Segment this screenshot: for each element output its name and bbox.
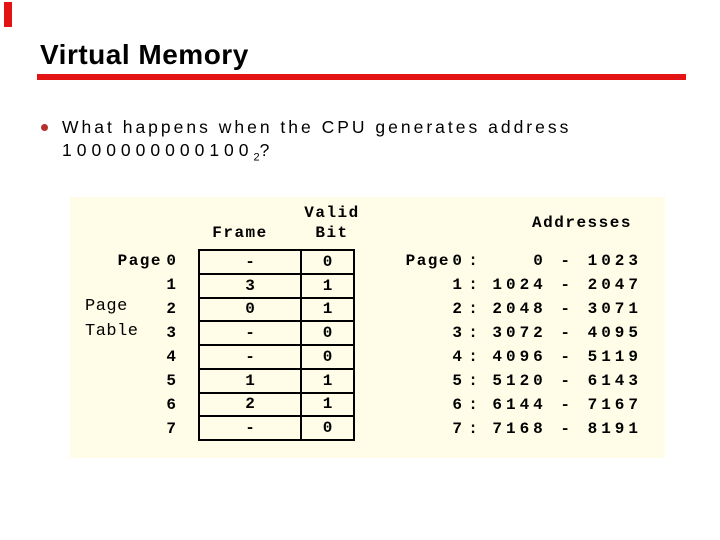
bullet-text: What happens when the CPU generates addr…	[62, 116, 582, 170]
address-page-word	[390, 273, 450, 297]
address-row: 3:3072 - 4095	[390, 321, 642, 345]
address-row: 2:2048 - 3071	[390, 297, 642, 321]
valid-bit-cell: 0	[302, 322, 353, 344]
address-colon: :	[468, 372, 482, 390]
valid-bit-cell: 1	[302, 369, 353, 392]
address-range: 1024 - 2047	[492, 276, 642, 294]
valid-bit-cell: 0	[302, 417, 353, 439]
bullet-icon	[41, 124, 48, 131]
address-subscript: 2	[253, 151, 260, 164]
title-underline	[37, 74, 686, 80]
bullet-line1: What happens when the CPU generates addr…	[62, 117, 572, 137]
address-row: 1:1024 - 2047	[390, 273, 642, 297]
frame-column-header: Frame	[212, 224, 268, 242]
frame-cell: -	[200, 251, 300, 273]
page-row-word: Page	[117, 252, 162, 270]
valid-header-line2: Bit	[315, 224, 349, 242]
page-number-rail: 0 1 2 3 4 5 6 7	[140, 249, 176, 441]
address-colon: :	[468, 252, 482, 270]
page-number: 1	[166, 276, 176, 294]
valid-bit-cell: 1	[302, 274, 353, 297]
address-range: 3072 - 4095	[492, 324, 642, 342]
address-page-number: 0	[452, 252, 466, 270]
address-colon: :	[468, 324, 482, 342]
frame-cell: -	[200, 322, 300, 344]
frame-cell: 3	[200, 274, 300, 297]
page-table-label: Page Table	[85, 294, 139, 344]
address-row: 6:6144 - 7167	[390, 393, 642, 417]
binary-address: 1000000000100	[62, 140, 254, 160]
address-page-word	[390, 417, 450, 441]
addresses-header: Addresses	[532, 214, 632, 232]
page-table-diagram: Frame Valid Bit Addresses Page Table Pag…	[70, 197, 665, 458]
address-colon: :	[468, 276, 482, 294]
page-number: 6	[166, 396, 176, 414]
page-number: 2	[166, 300, 176, 318]
address-colon: :	[468, 420, 482, 438]
page-number: 7	[166, 420, 176, 438]
address-range: 5120 - 6143	[492, 372, 642, 390]
page-number: 0	[166, 252, 176, 270]
address-colon: :	[468, 300, 482, 318]
page-number: 3	[166, 324, 176, 342]
address-range: 6144 - 7167	[492, 396, 642, 414]
address-range: 2048 - 3071	[492, 300, 642, 318]
address-page-number: 6	[452, 396, 466, 414]
valid-bit-cell: 1	[302, 393, 353, 416]
page-title: Virtual Memory	[40, 39, 249, 70]
frame-cell: 2	[200, 393, 300, 416]
page-table-grid: - 0 3 1 0 1 - 0 - 0 1 1 2 1 - 0	[198, 249, 355, 441]
address-page-word	[390, 297, 450, 321]
address-page-word: Page	[405, 252, 450, 270]
page-number: 4	[166, 348, 176, 366]
address-row: 5:5120 - 6143	[390, 369, 642, 393]
frame-cell: -	[200, 417, 300, 439]
question-mark: ?	[259, 140, 273, 160]
valid-bit-cell: 1	[302, 298, 353, 321]
frame-cell: 1	[200, 369, 300, 392]
address-page-number: 2	[452, 300, 466, 318]
address-page-number: 5	[452, 372, 466, 390]
address-range: 4096 - 5119	[492, 348, 642, 366]
address-colon: :	[468, 348, 482, 366]
address-range: 7168 - 8191	[492, 420, 642, 438]
address-page-number: 7	[452, 420, 466, 438]
page-table-label-line2: Table	[85, 322, 139, 341]
address-colon: :	[468, 396, 482, 414]
address-page-number: 1	[452, 276, 466, 294]
address-row: 4:4096 - 5119	[390, 345, 642, 369]
slide-corner-accent	[4, 2, 12, 27]
frame-cell: 0	[200, 298, 300, 321]
address-row: 7:7168 - 8191	[390, 417, 642, 441]
valid-bit-column-header: Valid Bit	[304, 203, 360, 243]
page-table-label-line1: Page	[85, 297, 128, 316]
address-page-number: 3	[452, 324, 466, 342]
address-page-word	[390, 393, 450, 417]
page-number: 5	[166, 372, 176, 390]
valid-bit-cell: 0	[302, 346, 353, 368]
address-page-word	[390, 321, 450, 345]
valid-bit-cell: 0	[302, 251, 353, 273]
address-range: 0 - 1023	[533, 252, 642, 270]
address-page-number: 4	[452, 348, 466, 366]
frame-cell: -	[200, 346, 300, 368]
address-page-word	[390, 369, 450, 393]
valid-header-line1: Valid	[304, 204, 360, 222]
address-page-word	[390, 345, 450, 369]
